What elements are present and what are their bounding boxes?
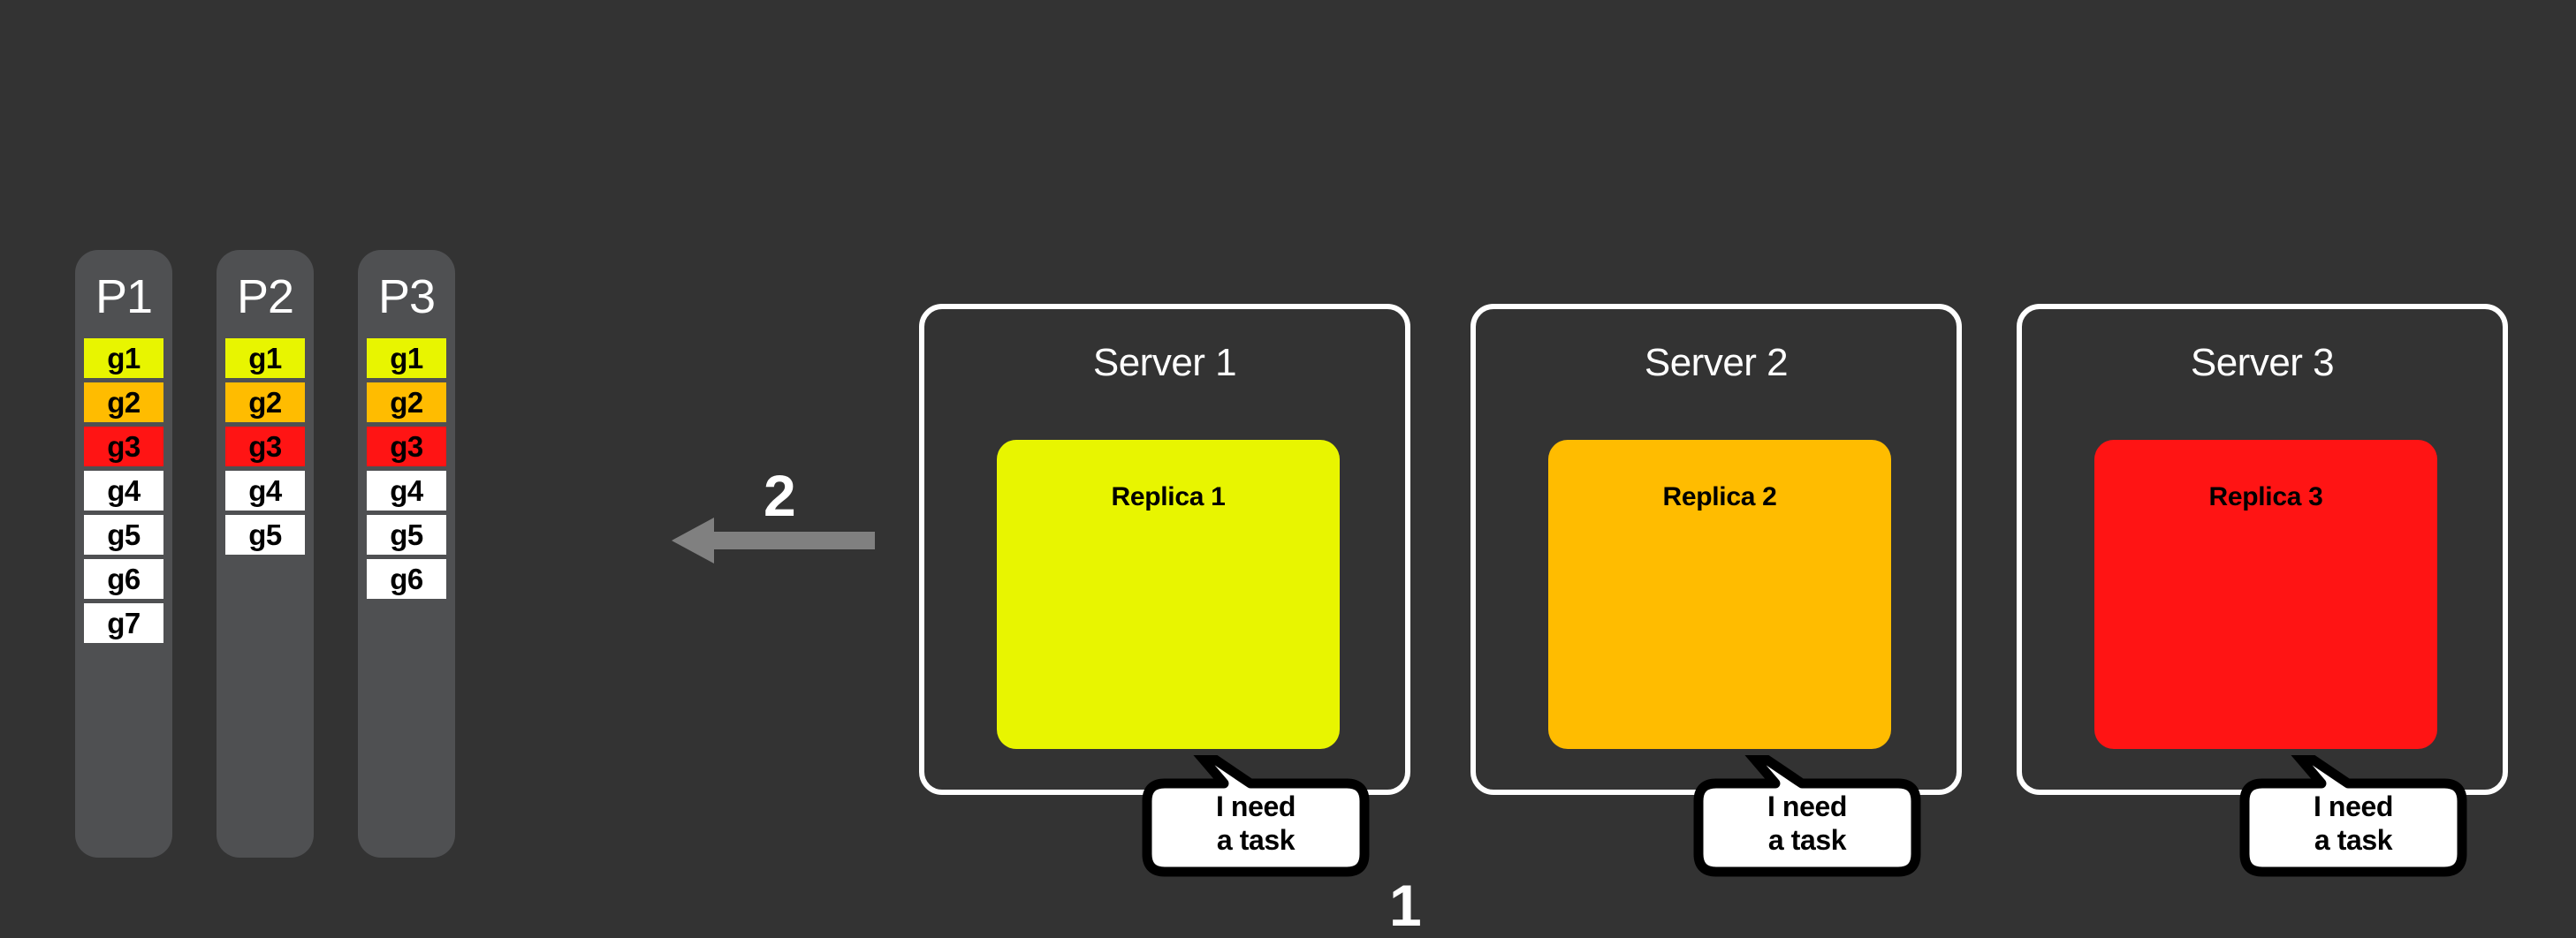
server-title: Server 2: [1644, 341, 1789, 384]
partition-cell[interactable]: g6: [367, 559, 446, 599]
partition-cell[interactable]: g6: [84, 559, 163, 599]
partition-cell[interactable]: g3: [225, 427, 305, 466]
speech-bubble-text: I need a task: [2313, 790, 2394, 856]
partition-cell[interactable]: g7: [84, 603, 163, 643]
partition-cell[interactable]: g2: [367, 382, 446, 422]
step-1-label: 1: [1389, 873, 1422, 938]
partition-cell[interactable]: g1: [84, 338, 163, 378]
partition-cell[interactable]: g2: [84, 382, 163, 422]
partition-cell[interactable]: g5: [367, 515, 446, 555]
partition-cell[interactable]: g5: [84, 515, 163, 555]
partition-title: P3: [377, 270, 436, 323]
server-title: Server 1: [1092, 341, 1237, 384]
replica-box[interactable]: Replica 2: [1548, 440, 1891, 749]
flow-arrow-group: 2: [672, 459, 884, 574]
left-arrow-icon: [672, 518, 875, 564]
replica-label: Replica 1: [1111, 482, 1226, 511]
replica-label: Replica 2: [1662, 482, 1777, 511]
partition-cell[interactable]: g1: [367, 338, 446, 378]
partition-title: P1: [95, 270, 153, 323]
speech-bubble-icon: [1693, 755, 1921, 877]
partition-cell[interactable]: g5: [225, 515, 305, 555]
speech-bubble-icon: [1142, 755, 1370, 877]
speech-bubble: I need a task: [1691, 755, 1923, 879]
server-box[interactable]: Server 2 Replica 2: [1470, 304, 1962, 795]
replica-label: Replica 3: [2208, 482, 2323, 511]
partition-cell[interactable]: g4: [84, 471, 163, 511]
partition-cell[interactable]: g2: [225, 382, 305, 422]
partition-cell[interactable]: g3: [367, 427, 446, 466]
partition-title: P2: [236, 270, 294, 323]
partition-cell[interactable]: g1: [225, 338, 305, 378]
server-title: Server 3: [2190, 341, 2335, 384]
partition-cell[interactable]: g4: [367, 471, 446, 511]
partition-cell[interactable]: g3: [84, 427, 163, 466]
replica-box[interactable]: Replica 3: [2094, 440, 2437, 749]
speech-bubble: I need a task: [2238, 755, 2469, 879]
speech-bubble-text: I need a task: [1215, 790, 1296, 856]
replica-box[interactable]: Replica 1: [997, 440, 1340, 749]
speech-bubble: I need a task: [1140, 755, 1372, 879]
step-2-label: 2: [764, 463, 796, 528]
speech-bubble-icon: [2239, 755, 2467, 877]
server-box[interactable]: Server 3 Replica 3: [2017, 304, 2508, 795]
partition-cell[interactable]: g4: [225, 471, 305, 511]
server-box[interactable]: Server 1 Replica 1: [919, 304, 1410, 795]
speech-bubble-text: I need a task: [1767, 790, 1848, 856]
